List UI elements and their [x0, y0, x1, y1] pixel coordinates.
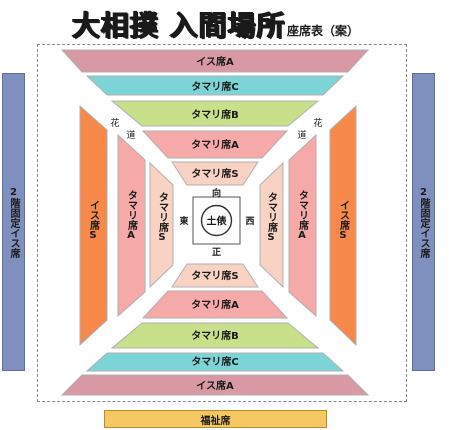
page-title: 大相撲 入間場所	[72, 9, 286, 42]
hanamichi-right-top: 花	[313, 117, 322, 129]
left-fixed-seat-label: 2階固定イス席	[8, 186, 19, 258]
seat-left-tamari-s[interactable]	[149, 161, 174, 289]
seat-bottom-isu-a[interactable]	[60, 374, 370, 396]
seat-right-isu-s[interactable]	[329, 104, 357, 347]
left-fixed-seat-block[interactable]: 2階固定イス席	[2, 73, 25, 371]
seat-top-tamari-b[interactable]	[110, 100, 320, 127]
seat-bottom-tamari-b[interactable]	[110, 322, 320, 349]
seat-top-tamari-a[interactable]	[141, 130, 289, 159]
seat-label-top-tamari-b: タマリ席B	[191, 108, 239, 121]
seat-label-left-isu-s: イス席S	[88, 200, 100, 241]
seat-label-bottom-isu-a: イス席A	[196, 379, 234, 392]
seat-label-right-isu-s: イス席S	[338, 200, 350, 241]
seat-bottom-tamari-a[interactable]	[141, 290, 289, 319]
seat-label-bottom-tamari-c: タマリ席C	[191, 355, 238, 368]
seat-label-bottom-tamari-a: タマリ席A	[191, 298, 239, 311]
hanamichi-left-top: 花	[110, 117, 119, 129]
hanamichi-right-bottom: 道	[297, 129, 306, 141]
seat-label-right-tamari-a: タマリ席A	[297, 190, 309, 241]
page-subtitle: 座席表（案）	[287, 24, 360, 38]
fukushi-seat-label: 福祉席	[200, 415, 231, 427]
dohyo-label: 土俵	[207, 215, 228, 228]
seat-top-tamari-c[interactable]	[85, 75, 345, 96]
seat-label-bottom-tamari-b: タマリ席B	[191, 329, 239, 342]
direction-south-label: 正	[212, 247, 221, 258]
seat-label-top-tamari-a: タマリ席A	[191, 138, 239, 151]
seat-label-right-tamari-s: タマリ席S	[266, 192, 278, 243]
fukushi-seat-block[interactable]: 福祉席	[104, 410, 327, 428]
direction-west-label: 東	[179, 215, 188, 227]
seat-label-left-tamari-s: タマリ席S	[157, 192, 169, 243]
seat-bottom-tamari-s[interactable]	[171, 263, 259, 288]
direction-north-label: 向	[212, 187, 221, 199]
seat-right-tamari-a[interactable]	[288, 133, 317, 318]
seat-bottom-tamari-c[interactable]	[85, 352, 345, 372]
seat-label-top-isu-a: イス席A	[196, 55, 234, 68]
seat-label-top-tamari-c: タマリ席C	[191, 80, 238, 93]
seat-label-bottom-tamari-s: タマリ席S	[191, 269, 238, 282]
seat-top-isu-a[interactable]	[60, 49, 370, 73]
seat-left-isu-s[interactable]	[79, 104, 108, 347]
seat-top-tamari-s[interactable]	[171, 161, 259, 186]
seat-left-tamari-a[interactable]	[117, 133, 146, 318]
right-fixed-seat-label: 2階固定イス席	[418, 186, 429, 258]
seat-label-top-tamari-s: タマリ席S	[191, 167, 238, 180]
hanamichi-left-bottom: 道	[126, 129, 135, 141]
seat-label-left-tamari-a: タマリ席A	[126, 190, 138, 241]
seat-right-tamari-s[interactable]	[259, 161, 284, 289]
direction-east-label: 西	[245, 216, 254, 227]
dohyo-circle[interactable]	[200, 204, 233, 237]
right-fixed-seat-block[interactable]: 2階固定イス席	[412, 73, 435, 371]
venue-dashed-boundary	[37, 44, 407, 402]
